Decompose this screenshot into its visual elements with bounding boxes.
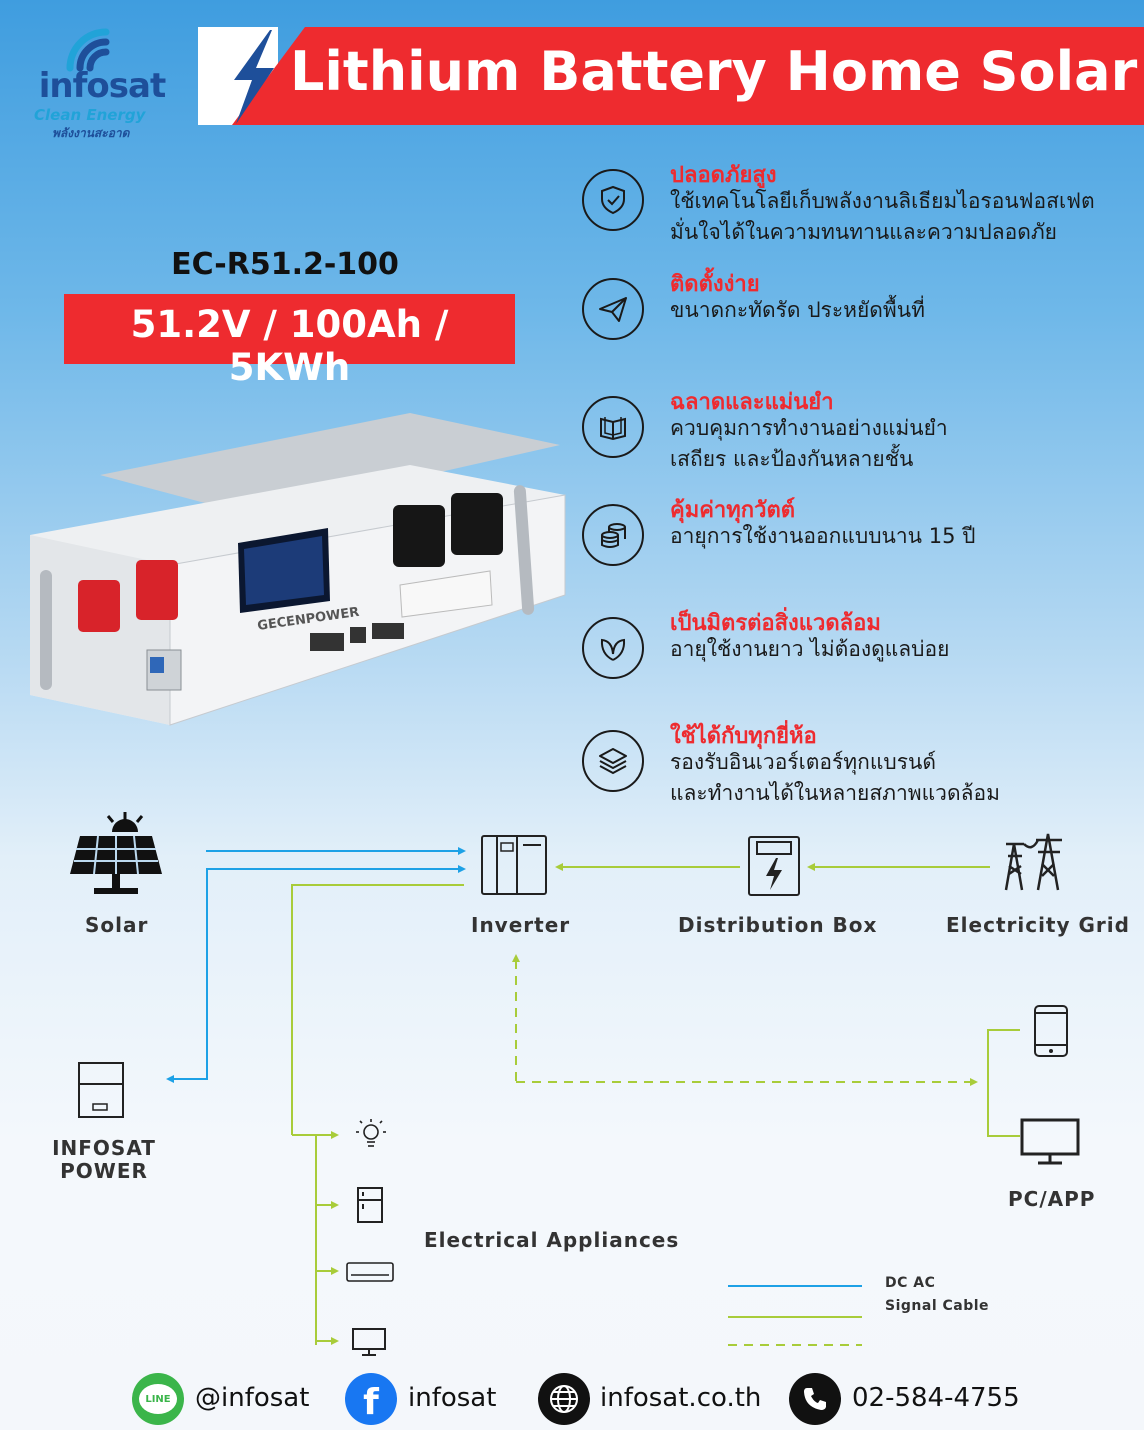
contact-facebook[interactable]: infosat	[408, 1383, 497, 1413]
legend-signal-cable: Signal Cable	[885, 1298, 990, 1314]
feature-description: มั่นใจได้ในความทนทานและความปลอดภัย	[670, 220, 1057, 244]
coins-icon	[582, 504, 644, 566]
infosat-logo: infosat Clean Energy พลังงานสะอาด	[22, 24, 182, 144]
feature-description: ควบคุมการทำงานอย่างแม่นยำ	[670, 416, 948, 440]
air-conditioner-icon	[346, 1262, 394, 1282]
spec-text: 51.2V / 100Ah / 5KWh	[130, 303, 449, 389]
inverter-icon	[481, 835, 547, 895]
feature-description: ใช้เทคโนโลยีเก็บพลังงานลิเธียมไอรอนฟอสเฟ…	[670, 189, 1095, 213]
smartphone-icon	[1034, 1005, 1068, 1057]
globe-icon[interactable]	[538, 1373, 590, 1425]
feature-description: รองรับอินเวอร์เตอร์ทุกแบรนด์	[670, 750, 936, 774]
label-battery-line1: INFOSAT	[52, 1136, 156, 1160]
model-number: EC-R51.2-100	[171, 247, 399, 282]
feature-description: อายุการใช้งานออกแบบนาน 15 ปี	[670, 524, 976, 548]
feature-title: ฉลาดและแม่นยำ	[670, 390, 834, 415]
contact-phone[interactable]: 02-584-4755	[852, 1383, 1020, 1413]
leaf-icon	[582, 617, 644, 679]
feature-title: ปลอดภัยสูง	[670, 163, 777, 188]
feature-title: ติดตั้งง่าย	[670, 272, 760, 297]
tv-icon	[352, 1328, 386, 1356]
logo-brand: infosat	[38, 66, 166, 106]
distribution-box-icon	[748, 836, 800, 896]
system-diagram-lines	[166, 847, 1020, 1346]
wifi-signal-icon	[66, 28, 110, 72]
feature-title: เป็นมิตรต่อสิ่งแวดล้อม	[670, 611, 881, 636]
feature-description: และทำงานได้ในหลายสภาพแวดล้อม	[670, 781, 1000, 805]
battery-product-image: GECENPOWER	[30, 413, 566, 726]
page-title: Lithium Battery Home Solar	[290, 40, 1138, 103]
paper-plane-icon	[582, 278, 644, 340]
solar-panel-icon	[70, 812, 162, 894]
title-banner	[232, 27, 1144, 125]
phone-icon[interactable]	[789, 1373, 841, 1425]
label-battery-line2: POWER	[60, 1159, 148, 1183]
legend-dc-ac: DC AC	[885, 1275, 936, 1291]
logo-tagline: Clean Energy	[34, 106, 146, 124]
label-inverter: Inverter	[471, 913, 571, 937]
light-bulb-icon	[356, 1119, 386, 1147]
label-electricity-grid: Electricity Grid	[946, 913, 1130, 937]
facebook-icon[interactable]: f	[345, 1373, 397, 1425]
label-solar: Solar	[85, 913, 149, 937]
feature-description: ขนาดกะทัดรัด ประหยัดพื้นที่	[670, 298, 925, 322]
book-icon	[582, 396, 644, 458]
power-tower-icon	[1004, 833, 1062, 891]
shield-check-icon	[582, 169, 644, 231]
line-app-icon[interactable]: LINE	[132, 1373, 184, 1425]
label-pc-app: PC/APP	[1008, 1187, 1096, 1211]
contact-line[interactable]: @infosat	[195, 1383, 310, 1413]
label-distribution-box: Distribution Box	[678, 913, 878, 937]
label-electrical-appliances: Electrical Appliances	[424, 1228, 680, 1252]
feature-description: อายุใช้งานยาว ไม่ต้องดูแลบ่อย	[670, 637, 950, 661]
layers-icon	[582, 730, 644, 792]
feature-description: เสถียร และป้องกันหลายชั้น	[670, 447, 914, 471]
monitor-icon	[1020, 1118, 1080, 1165]
feature-title: คุ้มค่าทุกวัตต์	[670, 498, 796, 523]
contact-website[interactable]: infosat.co.th	[600, 1383, 762, 1413]
logo-tagline-thai: พลังงานสะอาด	[52, 126, 130, 140]
lightning-icon	[234, 30, 274, 124]
refrigerator-icon	[357, 1187, 383, 1223]
battery-unit-icon	[78, 1062, 124, 1118]
spec-badge	[64, 294, 515, 364]
feature-title: ใช้ได้กับทุกยี่ห้อ	[670, 724, 817, 749]
